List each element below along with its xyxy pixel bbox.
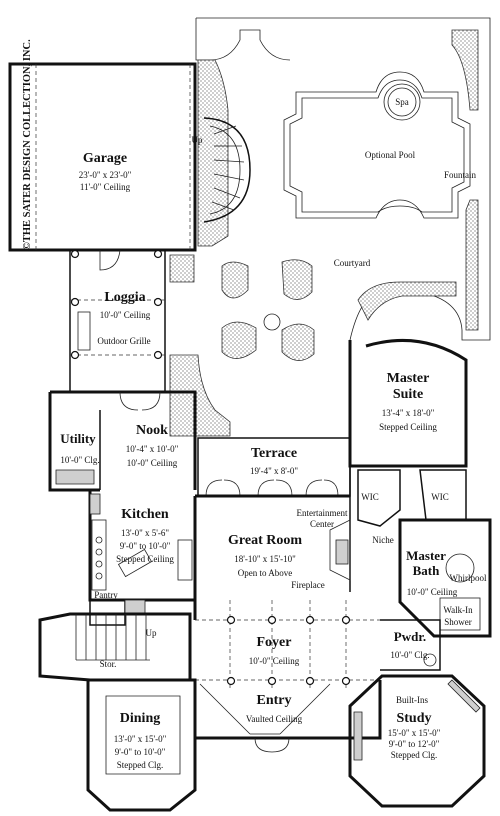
utility-name: Utility [60, 431, 96, 446]
dining-dims: 13'-0" x 15'-0" [114, 734, 167, 744]
stair-up-label-top: Up [192, 135, 203, 145]
fireplace-label: Fireplace [291, 580, 324, 590]
svg-text:©THE SATER DESIGN COLLECTION,: ©THE SATER DESIGN COLLECTION, INC. [22, 39, 33, 250]
foyer-ceiling: 10'-0" Ceiling [249, 656, 300, 666]
wic-label-1: WIC [361, 492, 379, 502]
foyer-name: Foyer [257, 635, 292, 650]
walk-in-shower-label-2: Shower [444, 617, 472, 627]
master-suite-name-1: Master [387, 371, 430, 386]
nook-name: Nook [136, 423, 168, 438]
study-dims: 15'-0" x 15'-0" [388, 728, 441, 738]
optional-pool-label: Optional Pool [365, 150, 416, 160]
great-room-dims: 18'-10" x 15'-10" [234, 554, 296, 564]
nook-dims: 10'-4" x 10'-0" [126, 444, 179, 454]
master-bath-name-2: Bath [413, 563, 441, 578]
nook-ceiling: 10'-0" Ceiling [127, 458, 178, 468]
study-ceiling: 9'-0" to 12'-0" [389, 739, 440, 749]
loggia-name: Loggia [104, 290, 145, 305]
great-room-name: Great Room [228, 533, 302, 548]
master-suite-dims: 13'-4" x 18'-0" [382, 408, 435, 418]
dining-name: Dining [120, 711, 160, 726]
built-ins-label: Built-Ins [396, 695, 428, 705]
kitchen-ceiling: 9'-0" to 10'-0" [120, 541, 171, 551]
master-suite-ceiling: Stepped Ceiling [379, 422, 437, 432]
spa-label: Spa [395, 97, 409, 107]
curved-stair [203, 117, 251, 223]
utility-ceiling: 10'-0" Clg. [60, 455, 99, 465]
kitchen-name: Kitchen [121, 507, 169, 522]
garage-walls [8, 62, 197, 252]
pantry-label: Pantry [94, 590, 118, 600]
pwdr-name: Pwdr. [394, 629, 426, 644]
whirlpool-label: Whirlpool [450, 573, 487, 583]
walk-in-shower-label-1: Walk-In [443, 605, 473, 615]
garage-dims: 23'-0" x 23'-0" [79, 170, 132, 180]
great-room-ceiling: Open to Above [238, 568, 293, 578]
pwdr-ceiling: 10'-0" Clg. [390, 650, 429, 660]
garage-ceiling: 11'-0" Ceiling [80, 182, 131, 192]
dining-ceiling-2: Stepped Clg. [117, 760, 164, 770]
optional-pool [283, 71, 471, 219]
terrace-dims: 19'-4" x 8'-0" [250, 466, 298, 476]
master-suite-name-2: Suite [393, 387, 423, 402]
dining-ceiling: 9'-0" to 10'-0" [115, 747, 166, 757]
fountain-label: Fountain [444, 170, 477, 180]
garage-name: Garage [83, 151, 127, 166]
niche-label: Niche [372, 535, 394, 545]
terrace-name: Terrace [251, 446, 297, 461]
outdoor-grille-label: Outdoor Grille [97, 336, 150, 346]
courtyard-label: Courtyard [334, 258, 371, 268]
master-bath-name-1: Master [406, 548, 446, 563]
study-ceiling-2: Stepped Clg. [391, 750, 438, 760]
entertainment-center-label-2: Center [310, 519, 334, 529]
master-bath-ceiling: 10'-0" Ceiling [407, 587, 458, 597]
dining-walls [86, 678, 197, 812]
stair-up-label-bottom: Up [146, 628, 157, 638]
entry-ceiling: Vaulted Ceiling [246, 714, 303, 724]
entertainment-center-label-1: Entertainment [297, 508, 348, 518]
copyright-notice: ©THE SATER DESIGN COLLECTION, INC. [22, 39, 33, 250]
entry-name: Entry [257, 693, 292, 708]
wic-label-2: WIC [431, 492, 449, 502]
storage-label: Stor. [100, 659, 117, 669]
study-name: Study [396, 711, 431, 726]
house-walls [8, 62, 492, 812]
study-walls [348, 674, 486, 808]
loggia-ceiling: 10'-0" Ceiling [100, 310, 151, 320]
courtyard-area [169, 17, 491, 437]
kitchen-dims: 13'-0" x 5'-6" [121, 528, 169, 538]
kitchen-ceiling-2: Stepped Ceiling [116, 554, 174, 564]
